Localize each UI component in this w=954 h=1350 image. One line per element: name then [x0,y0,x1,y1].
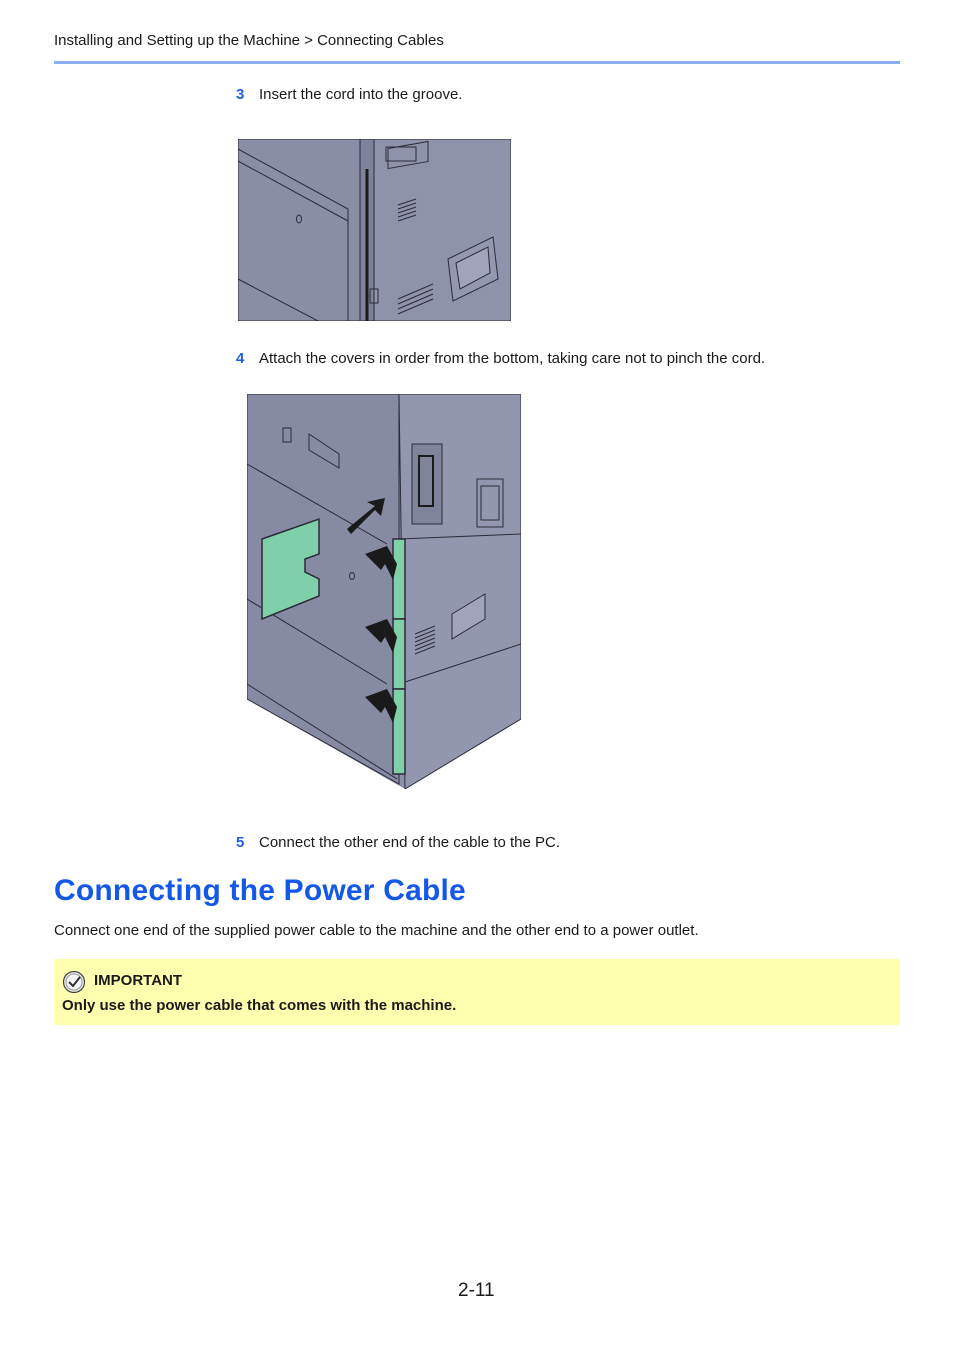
illustration-attach-covers [247,394,521,789]
step-text: Connect the other end of the cable to th… [259,834,561,851]
section-body: Connect one end of the supplied power ca… [54,922,699,939]
important-callout: IMPORTANT Only use the power cable that … [54,959,900,1025]
breadcrumb: Installing and Setting up the Machine > … [54,32,444,49]
illustration-cord-groove [238,139,511,321]
step-number: 4 [236,350,245,367]
step-3: 3 Insert the cord into the groove. [236,86,462,103]
step-5: 5 Connect the other end of the cable to t… [236,834,560,851]
step-number: 5 [236,834,245,851]
header-divider [54,61,900,64]
important-label: IMPORTANT [94,972,183,989]
step-text: Insert the cord into the groove. [259,86,463,103]
section-title: Connecting the Power Cable [54,874,466,907]
page-number: 2-11 [458,1280,495,1301]
step-4: 4 Attach the covers in order from the bot… [236,350,765,367]
important-message: Only use the power cable that comes with… [62,997,457,1014]
step-number: 3 [236,86,245,103]
check-circle-icon [62,970,86,994]
step-text: Attach the covers in order from the bott… [259,350,766,367]
